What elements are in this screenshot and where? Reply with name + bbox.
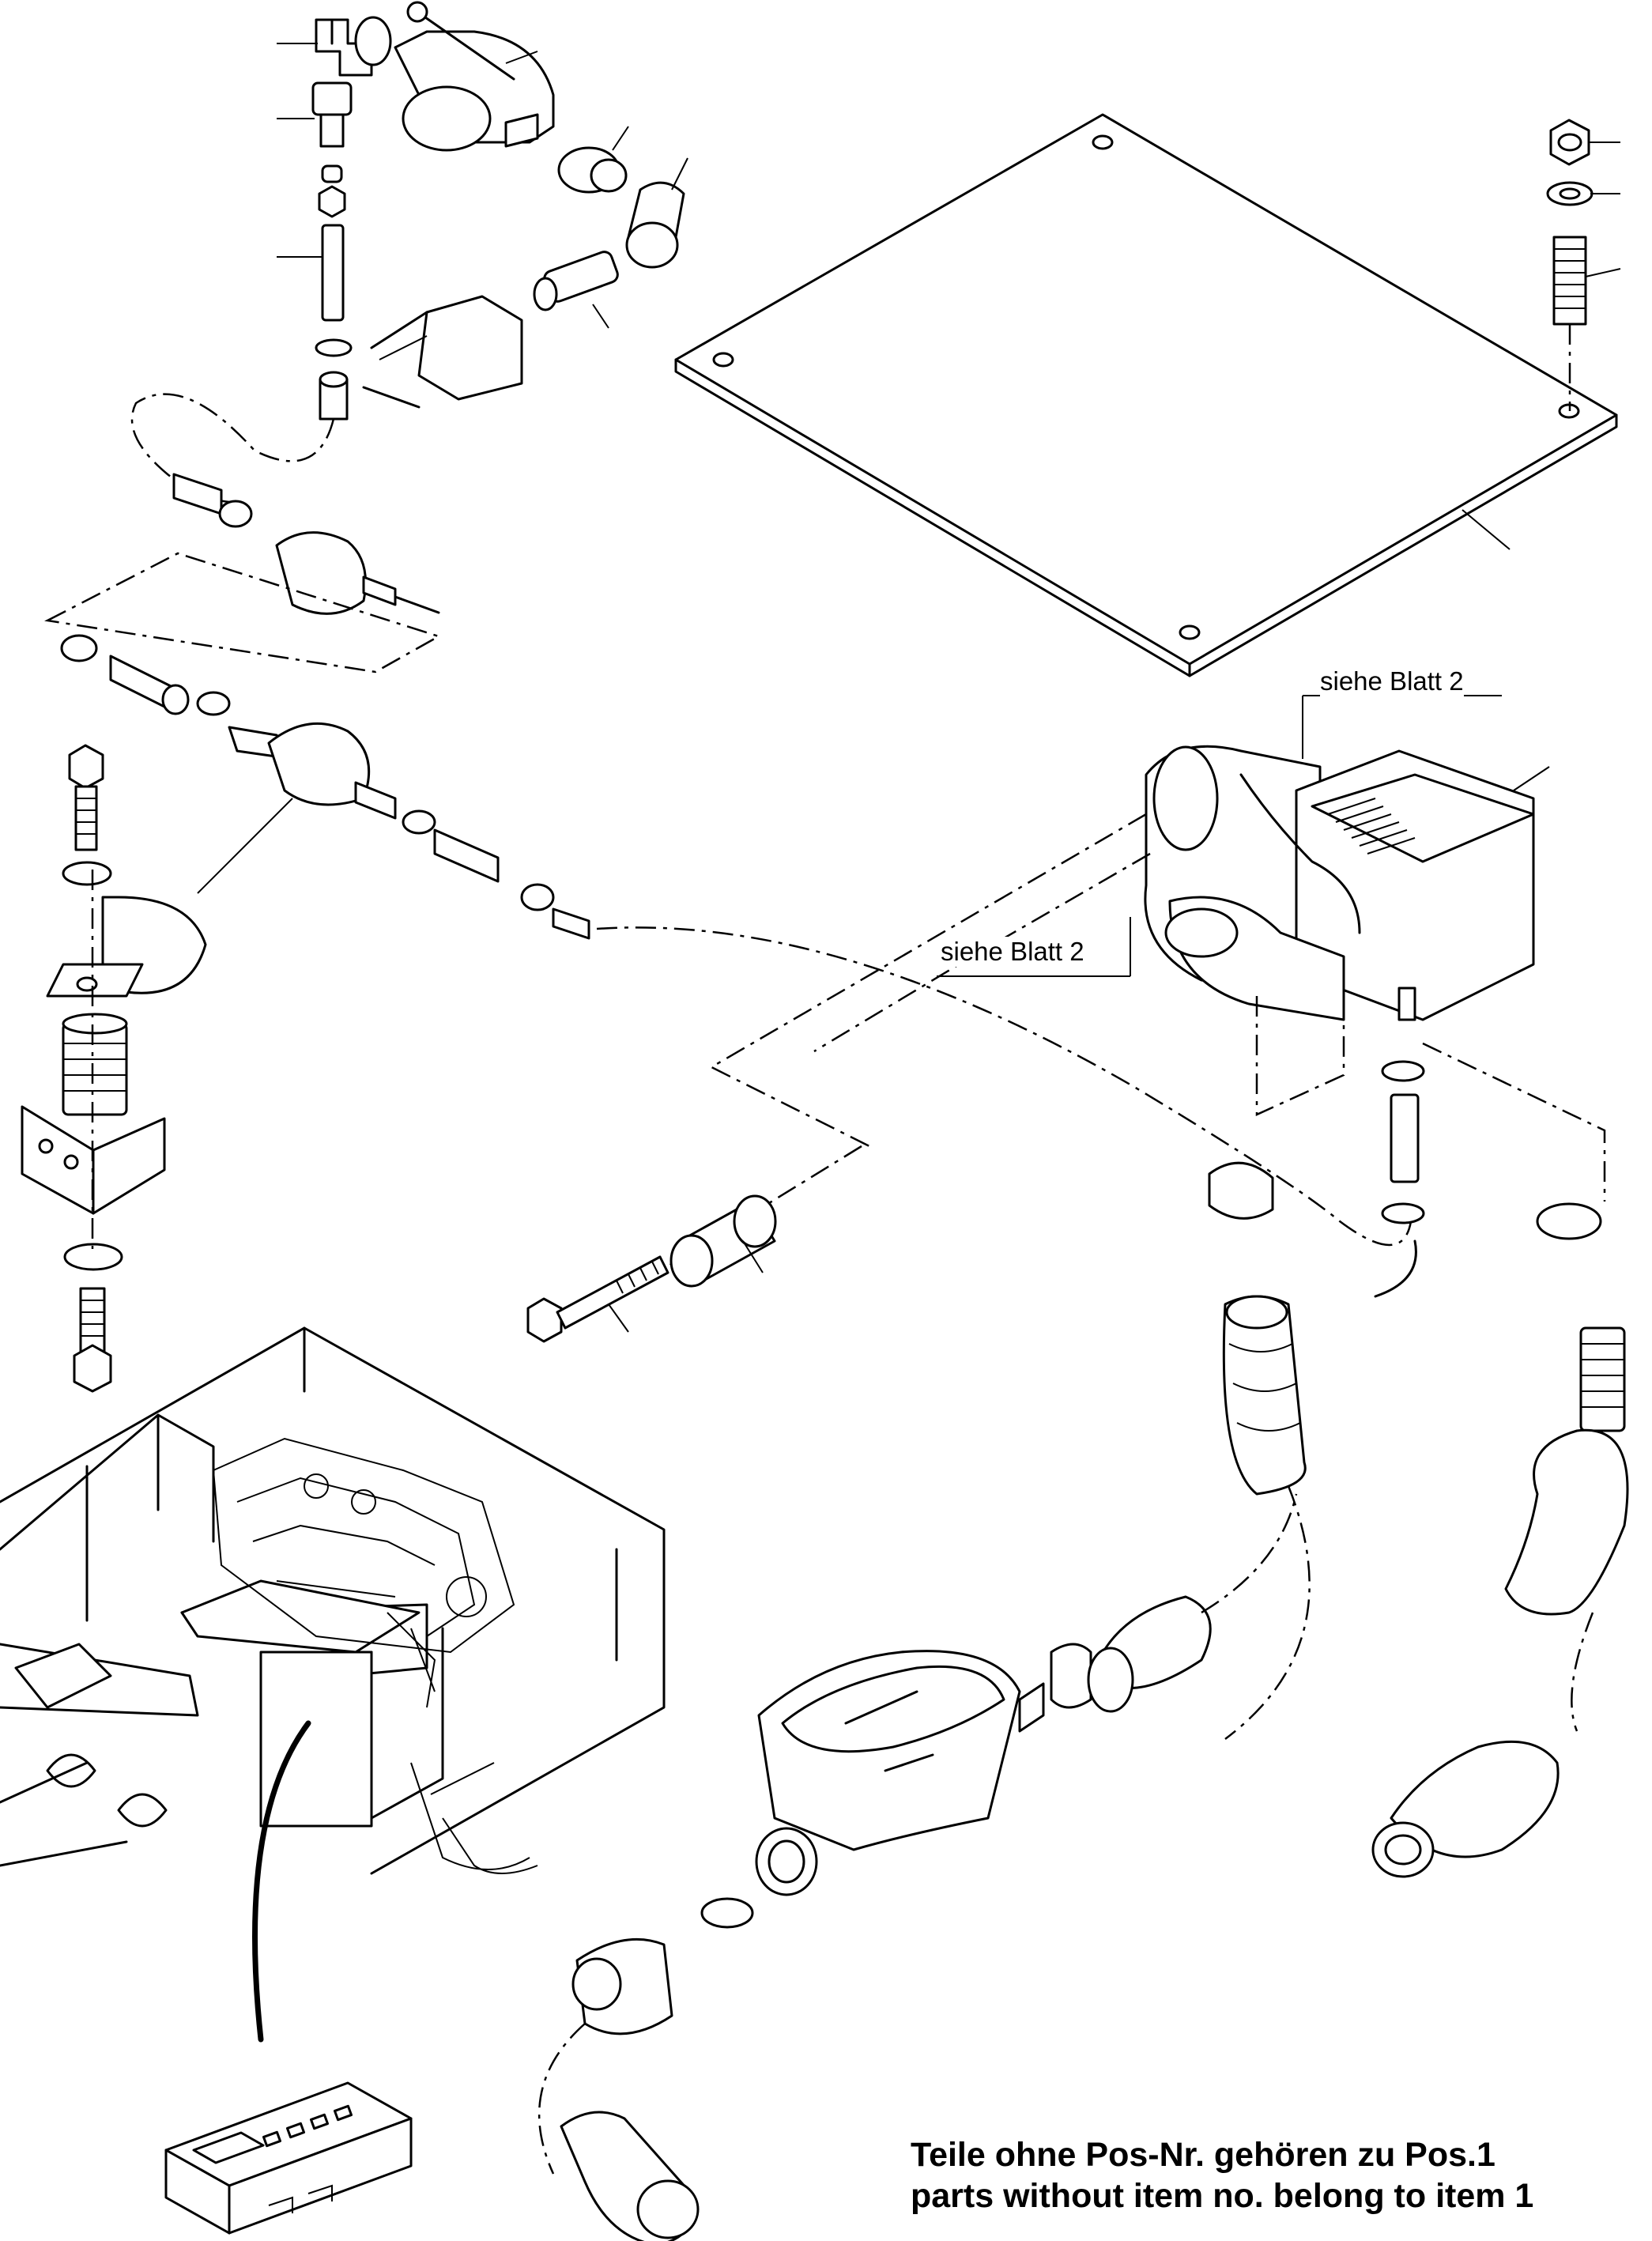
heater-control-panel bbox=[164, 2081, 413, 2235]
heater-unit bbox=[937, 695, 1550, 1021]
footnote-german: Teile ohne Pos-Nr. gehören zu Pos.1 bbox=[911, 2136, 1495, 2174]
spacer-sleeve-and-bolt bbox=[526, 1194, 777, 1343]
ref-label-sheet-2-upper: siehe Blatt 2 bbox=[1320, 666, 1464, 696]
wiring-harness bbox=[252, 1720, 311, 2043]
filter-bracket-assembly bbox=[21, 744, 207, 1393]
footnote: Teile ohne Pos-Nr. gehören zu Pos.1 part… bbox=[911, 2134, 1533, 2216]
ref-label-sheet-2-lower: siehe Blatt 2 bbox=[941, 937, 1084, 967]
hose-clamps-center bbox=[1208, 1060, 1602, 1298]
mounting-plate bbox=[674, 113, 1618, 677]
combustion-air-hose bbox=[1222, 1295, 1311, 1740]
engine-block bbox=[212, 1437, 515, 1708]
fuel-filter-lower bbox=[60, 634, 590, 940]
exhaust-tail-hose bbox=[537, 1897, 754, 2241]
exhaust-silencer bbox=[755, 1493, 1298, 1896]
fuel-line-path-1 bbox=[130, 393, 335, 504]
wiring-harness-engine bbox=[410, 1762, 538, 1874]
fuel-line-fittings bbox=[277, 1, 688, 421]
fuel-filter-upper bbox=[44, 473, 442, 673]
intake-silencer-hose bbox=[1371, 1326, 1629, 1878]
nut-washer-stud bbox=[1546, 119, 1621, 411]
vehicle-frame bbox=[0, 1326, 666, 1875]
fuel-line-path-2 bbox=[596, 926, 1412, 1247]
footnote-english: parts without item no. belong to item 1 bbox=[911, 2177, 1534, 2215]
